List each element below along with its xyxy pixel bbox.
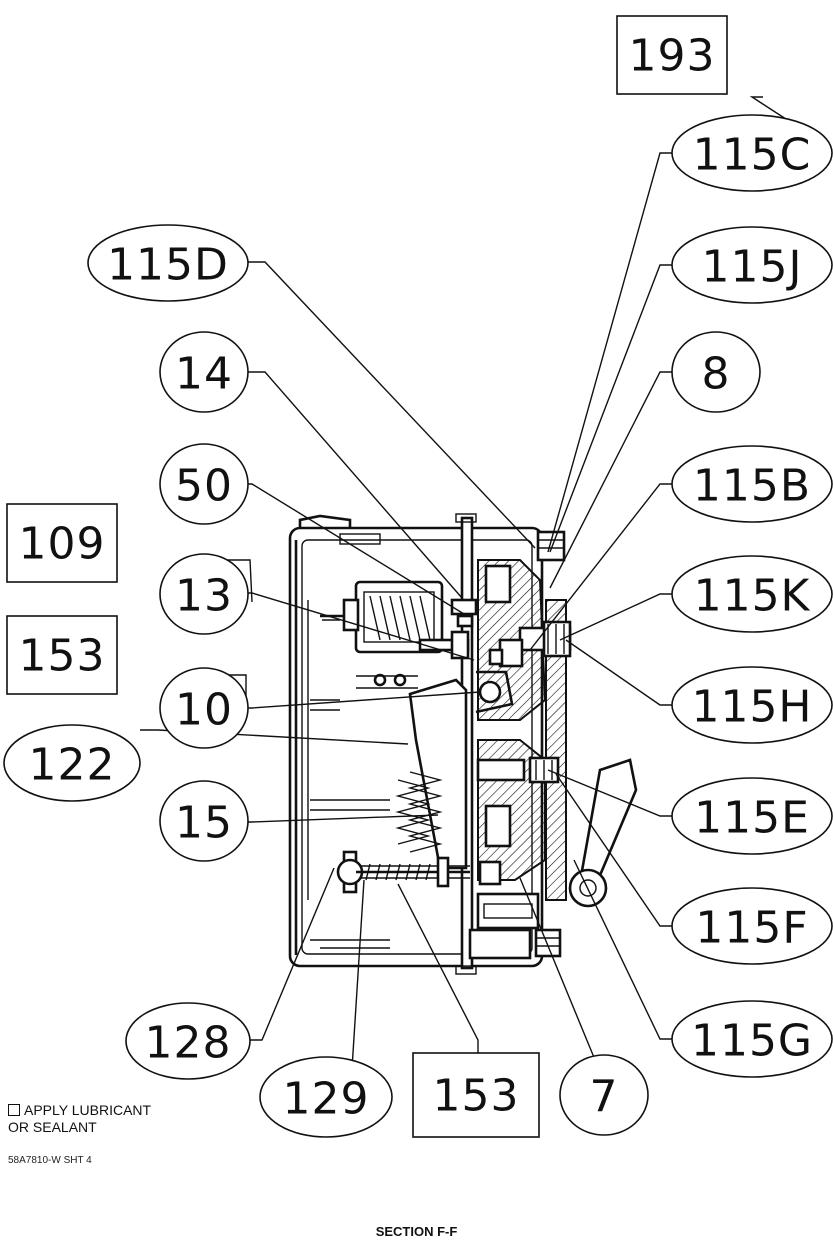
legend-line-1: APPLY LUBRICANT <box>24 1102 152 1118</box>
callout-115K-text: 115K <box>694 571 811 622</box>
callout-15-text: 15 <box>175 798 233 849</box>
callout-8-text: 8 <box>702 349 731 400</box>
callout-115B: 115B <box>671 445 833 523</box>
callout-7-text: 7 <box>590 1072 619 1123</box>
callout-115J-text: 115J <box>702 242 803 293</box>
callout-122: 122 <box>3 724 141 802</box>
callout-129-text: 129 <box>283 1074 370 1125</box>
callout-115C: 115C <box>671 114 833 192</box>
callout-153-bottom-text: 153 <box>433 1071 520 1122</box>
range-spring <box>395 771 443 853</box>
callout-128: 128 <box>125 1002 251 1080</box>
legend-line-2: OR SEALANT <box>8 1119 97 1135</box>
callout-129: 129 <box>259 1056 393 1138</box>
instrument-cross-section <box>288 513 638 975</box>
section-title: SECTION F-F <box>375 1224 458 1239</box>
callout-193: 193 <box>616 15 728 95</box>
beam <box>408 678 468 870</box>
callout-115H: 115H <box>671 666 833 744</box>
callout-7: 7 <box>559 1054 649 1136</box>
callout-153-left: 153 <box>6 615 118 695</box>
callout-115D-text: 115D <box>107 240 229 291</box>
callout-128-text: 128 <box>145 1018 232 1069</box>
callout-115G-text: 115G <box>691 1016 813 1067</box>
callout-50-text: 50 <box>175 461 233 512</box>
legend-square-icon <box>8 1104 20 1116</box>
callout-115K: 115K <box>671 555 833 633</box>
callout-115B-text: 115B <box>693 461 811 512</box>
lubricant-legend: APPLY LUBRICANT OR SEALANT <box>8 1102 151 1136</box>
callout-115E-text: 115E <box>694 793 810 844</box>
callout-115C-text: 115C <box>693 130 812 181</box>
case-outline <box>288 526 544 968</box>
callout-14: 14 <box>159 331 249 413</box>
callout-109-text: 109 <box>19 519 106 570</box>
callout-115H-text: 115H <box>691 682 812 733</box>
callout-10-text: 10 <box>175 685 233 736</box>
callout-13-text: 13 <box>175 571 233 622</box>
callout-153-bottom: 153 <box>412 1052 540 1138</box>
callout-109: 109 <box>6 503 118 583</box>
callout-50: 50 <box>159 443 249 525</box>
callout-115J: 115J <box>671 226 833 304</box>
callout-10: 10 <box>159 667 249 749</box>
callout-14-text: 14 <box>175 349 233 400</box>
callout-115F-text: 115F <box>695 903 808 954</box>
case-inner-wall <box>301 539 533 955</box>
callout-15: 15 <box>159 780 249 862</box>
callout-153-left-text: 153 <box>19 631 106 682</box>
callout-8: 8 <box>671 331 761 413</box>
callout-115E: 115E <box>671 777 833 855</box>
callout-122-text: 122 <box>29 740 116 791</box>
callout-115G: 115G <box>671 1000 833 1078</box>
drawing-number: 58A7810-W SHT 4 <box>8 1155 92 1166</box>
callout-193-text: 193 <box>629 31 716 82</box>
callout-13: 13 <box>159 553 249 635</box>
callout-115D: 115D <box>87 224 249 302</box>
callout-115F: 115F <box>671 887 833 965</box>
